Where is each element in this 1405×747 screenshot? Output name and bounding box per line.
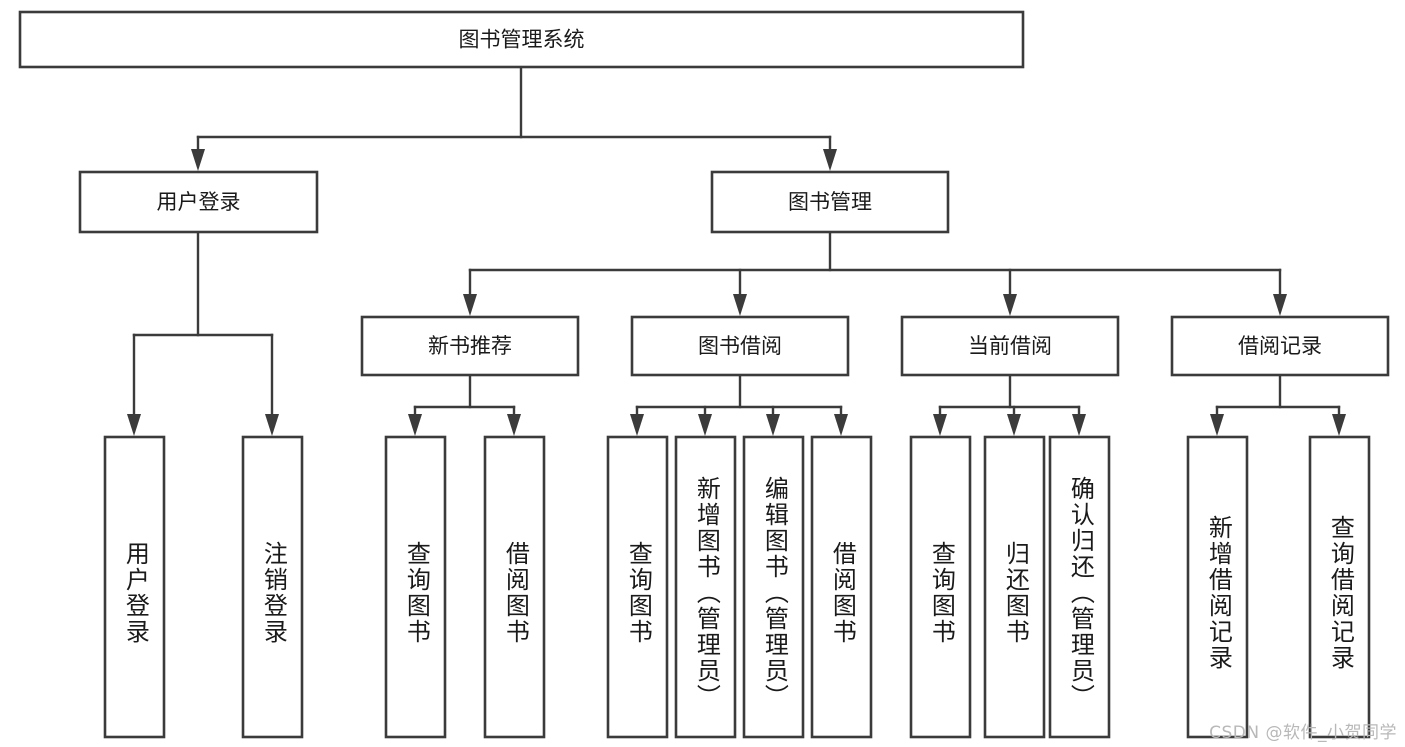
connector-book-borrow [630, 373, 848, 436]
arrow-head-icon [1007, 414, 1021, 436]
connector-root [191, 65, 837, 171]
arrow-head-icon [265, 414, 279, 436]
node-box-leaf-query-book-cur[interactable] [909, 435, 972, 739]
node-box-book-borrow[interactable] [630, 315, 850, 377]
connector-book-manage [463, 230, 1287, 316]
arrow-head-icon [766, 414, 780, 436]
arrow-head-icon [408, 414, 422, 436]
node-box-borrow-record[interactable] [1170, 315, 1390, 377]
arrow-head-icon [1332, 414, 1346, 436]
node-label-current-borrow: 当前借阅 [968, 334, 1052, 358]
arrow-head-icon [698, 414, 712, 436]
node-label-user-login: 用户登录 [157, 190, 241, 214]
node-boxes-layer [18, 10, 1390, 739]
arrow-head-icon [463, 294, 477, 316]
node-label-book-manage: 图书管理 [788, 190, 872, 214]
node-box-leaf-add-book[interactable] [674, 435, 737, 739]
arrow-head-icon [823, 149, 837, 171]
node-box-leaf-borrow-book-brw[interactable] [810, 435, 873, 739]
connectors-layer [127, 65, 1346, 436]
node-box-leaf-confirm-return[interactable] [1048, 435, 1111, 739]
node-box-user-login[interactable] [78, 170, 319, 234]
node-box-book-manage[interactable] [710, 170, 950, 234]
arrow-head-icon [1072, 414, 1086, 436]
connector-borrow-record [1210, 373, 1346, 436]
node-box-leaf-query-book-brw[interactable] [606, 435, 669, 739]
connector-user-login [127, 230, 279, 436]
node-box-leaf-edit-book[interactable] [742, 435, 805, 739]
node-box-leaf-add-record[interactable] [1186, 435, 1249, 739]
node-label-book-borrow: 图书借阅 [698, 334, 782, 358]
arrow-head-icon [834, 414, 848, 436]
node-box-new-book-recommend[interactable] [360, 315, 580, 377]
node-box-leaf-user-logout[interactable] [241, 435, 304, 739]
connector-new-book-recommend [408, 373, 521, 436]
node-label-root: 图书管理系统 [459, 28, 585, 52]
node-label-new-book-recommend: 新书推荐 [428, 334, 512, 358]
connector-current-borrow [933, 373, 1086, 436]
arrow-head-icon [733, 294, 747, 316]
node-box-leaf-borrow-book-rec[interactable] [483, 435, 546, 739]
node-box-root[interactable] [18, 10, 1025, 69]
node-box-leaf-query-book-rec[interactable] [384, 435, 447, 739]
node-label-borrow-record: 借阅记录 [1238, 334, 1322, 358]
arrow-head-icon [507, 414, 521, 436]
arrow-head-icon [630, 414, 644, 436]
node-box-leaf-return-book[interactable] [983, 435, 1046, 739]
csdn-watermark: CSDN @软件_小贺同学 [1209, 723, 1397, 743]
node-box-current-borrow[interactable] [900, 315, 1120, 377]
node-box-leaf-user-login[interactable] [103, 435, 166, 739]
arrow-head-icon [191, 149, 205, 171]
node-box-leaf-query-record[interactable] [1308, 435, 1371, 739]
arrow-head-icon [1210, 414, 1224, 436]
arrow-head-icon [1273, 294, 1287, 316]
arrow-head-icon [127, 414, 141, 436]
arrow-head-icon [933, 414, 947, 436]
arrow-head-icon [1003, 294, 1017, 316]
